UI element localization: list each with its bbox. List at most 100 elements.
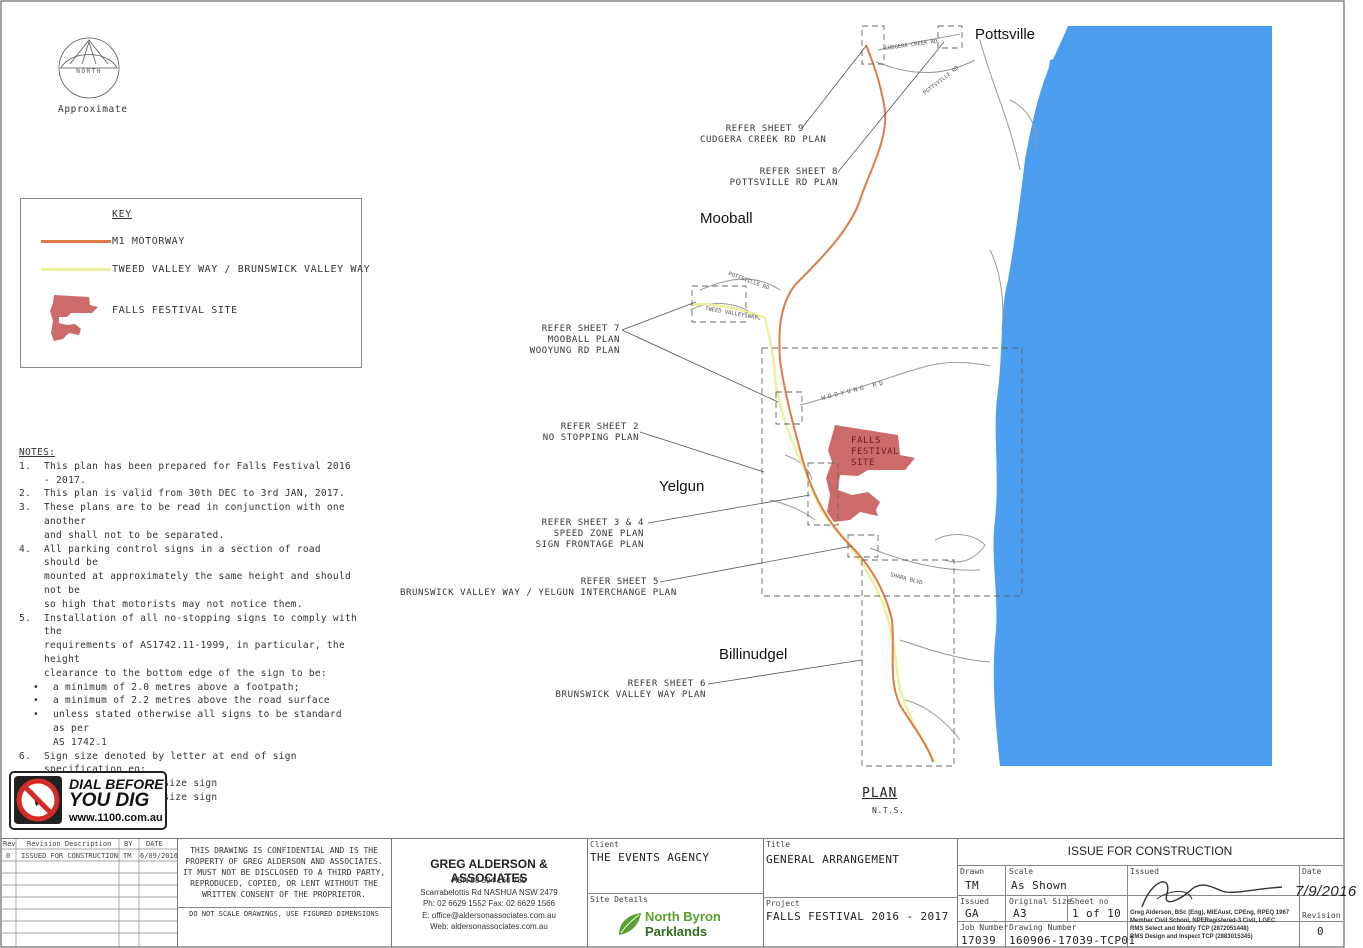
- scale-label: Scale: [1009, 867, 1034, 876]
- place-pottsville: Pottsville: [975, 26, 1036, 43]
- note-1: 1.This plan has been prepared for Falls …: [19, 460, 351, 486]
- client-label: Client: [590, 840, 619, 849]
- sheet-no-label: Sheet no: [1070, 897, 1109, 906]
- job-number-value: 17039: [961, 934, 997, 947]
- title-block: Rev Revision Description BY DATE 0 ISSUE…: [1, 838, 1356, 948]
- client-value: THE EVENTS AGENCY: [590, 851, 710, 864]
- road-label-wooyung: WOOYUNG RD: [821, 379, 887, 402]
- title-label: Title: [766, 840, 791, 849]
- note-2: 2.This plan is valid from 30th DEC to 3r…: [19, 488, 345, 500]
- project-label: Project: [766, 899, 800, 908]
- company-name: GREG ALDERSON & ASSOCIATES: [430, 857, 548, 885]
- ocean: [993, 26, 1272, 766]
- no-scale-notice: DO NOT SCALE DRAWINGS, USE FIGURED DIMEN…: [189, 910, 379, 918]
- north-label: NORTH: [76, 68, 102, 75]
- rev-header: Rev: [3, 840, 16, 848]
- place-yelgun: Yelgun: [659, 478, 705, 495]
- north-arrow-icon: [58, 37, 120, 99]
- desc-value: ISSUED FOR CONSTRUCTION: [21, 852, 118, 860]
- m1-motorway: [778, 44, 934, 763]
- key-swatch-tweed: [41, 268, 111, 271]
- revision-value: 0: [1317, 925, 1325, 938]
- revision-table: Rev Revision Description BY DATE 0 ISSUE…: [1, 839, 178, 947]
- falls-festival-site: [826, 425, 915, 522]
- issued-by-value: GA: [965, 907, 980, 920]
- key-title: KEY: [112, 209, 132, 220]
- drawing-number-label: Drawing Number: [1009, 923, 1077, 932]
- notes: NOTES: 1.This plan has been prepared for…: [19, 447, 358, 803]
- rev-value: 0: [6, 852, 11, 860]
- issued-label: Issued: [1130, 867, 1159, 876]
- date-header: DATE: [146, 840, 163, 848]
- key-label-motorway: M1 MOTORWAY: [112, 236, 185, 247]
- site-details-label: Site Details: [590, 895, 648, 904]
- revision-grid: [1, 839, 177, 947]
- sheet-no-value: 1 of 10: [1072, 907, 1122, 920]
- job-number-label: Job Number: [960, 923, 1009, 932]
- note-6: 6.Sign size denoted by letter at end of …: [19, 750, 297, 776]
- creek-inlet: [1047, 58, 1058, 80]
- by-value: TM: [123, 852, 132, 860]
- note-bullet-2: •a minimum of 2.2 metres above the road …: [32, 695, 330, 707]
- north-caption: Approximate: [58, 104, 128, 115]
- callout-leaders: [621, 41, 945, 685]
- drawn-value: TM: [965, 879, 980, 892]
- parklands-leaf-icon: [619, 913, 641, 935]
- original-size-value: A3: [1013, 907, 1028, 920]
- issue-status: ISSUE FOR CONSTRUCTION: [1067, 844, 1233, 858]
- issued-by-label: Issued: [960, 897, 989, 906]
- original-size-label: Original Size: [1009, 897, 1072, 906]
- key-legend: KEY M1 MOTORWAY TWEED VALLEY WAY / BRUNS…: [20, 198, 370, 368]
- date-signed: 7/9/2016: [1295, 883, 1357, 900]
- drawing-number-value: 160906-17039-TCP01: [1009, 934, 1136, 947]
- title-panel: Title GENERAL ARRANGEMENT Project FALLS …: [763, 839, 958, 947]
- note-4: 4.All parking control signs in a section…: [19, 543, 321, 569]
- no-dig-icon: [14, 776, 62, 824]
- date-label: Date: [1302, 867, 1322, 876]
- plan-scale: N.T.S.: [872, 806, 905, 815]
- engineer-qualifications: Greg Alderson, BSc (Eng), MIEAust, CPEng…: [1130, 910, 1290, 940]
- road-label-pottsville-west: POTTSVILLE RD: [727, 271, 770, 291]
- drawn-label: Drawn: [960, 867, 985, 876]
- place-mooball: Mooball: [700, 210, 753, 227]
- key-swatch-motorway: [41, 240, 111, 243]
- dbyd-line-1: DIAL BEFORE: [69, 776, 164, 792]
- client-panel: Client THE EVENTS AGENCY Site Details No…: [587, 839, 764, 947]
- dbyd-line-2: YOU DIG: [69, 790, 150, 811]
- road-label-pottsville-east: POTTSVILLE RD: [923, 65, 961, 96]
- company-panel: GREG ALDERSON & ASSOCIATES ABN 58 594 16…: [391, 839, 588, 947]
- place-billinudgel: Billinudgel: [719, 646, 788, 663]
- revision-label: Revision: [1302, 911, 1341, 920]
- plan-title: PLAN: [862, 786, 898, 801]
- notes-title: NOTES:: [19, 447, 56, 458]
- note-bullet-3: •unless stated otherwise all signs to be…: [32, 709, 342, 734]
- issue-panel: ISSUE FOR CONSTRUCTION Drawn TM Scale As…: [957, 839, 1356, 947]
- sheet-outlines: [691, 25, 1023, 767]
- road-label-cudgera: CUDGERA CREEK RD: [884, 39, 937, 52]
- key-label-site: FALLS FESTIVAL SITE: [112, 305, 238, 316]
- tweed-valley-way: [689, 303, 937, 763]
- key-label-tweed: TWEED VALLEY WAY / BRUNSWICK VALLEY WAY: [112, 264, 371, 275]
- key-swatch-site: [50, 295, 98, 341]
- signature: [1141, 881, 1283, 908]
- scale-value: As Shown: [1011, 879, 1068, 892]
- note-bullet-1: •a minimum of 2.0 metres above a footpat…: [32, 681, 300, 693]
- date-value: 6/09/2016: [140, 852, 178, 860]
- note-5: 5.Installation of all no-stopping signs …: [19, 612, 358, 638]
- dbyd-url: www.1100.com.au: [69, 812, 163, 824]
- road-label-shara: SHARA BLVD: [889, 572, 923, 586]
